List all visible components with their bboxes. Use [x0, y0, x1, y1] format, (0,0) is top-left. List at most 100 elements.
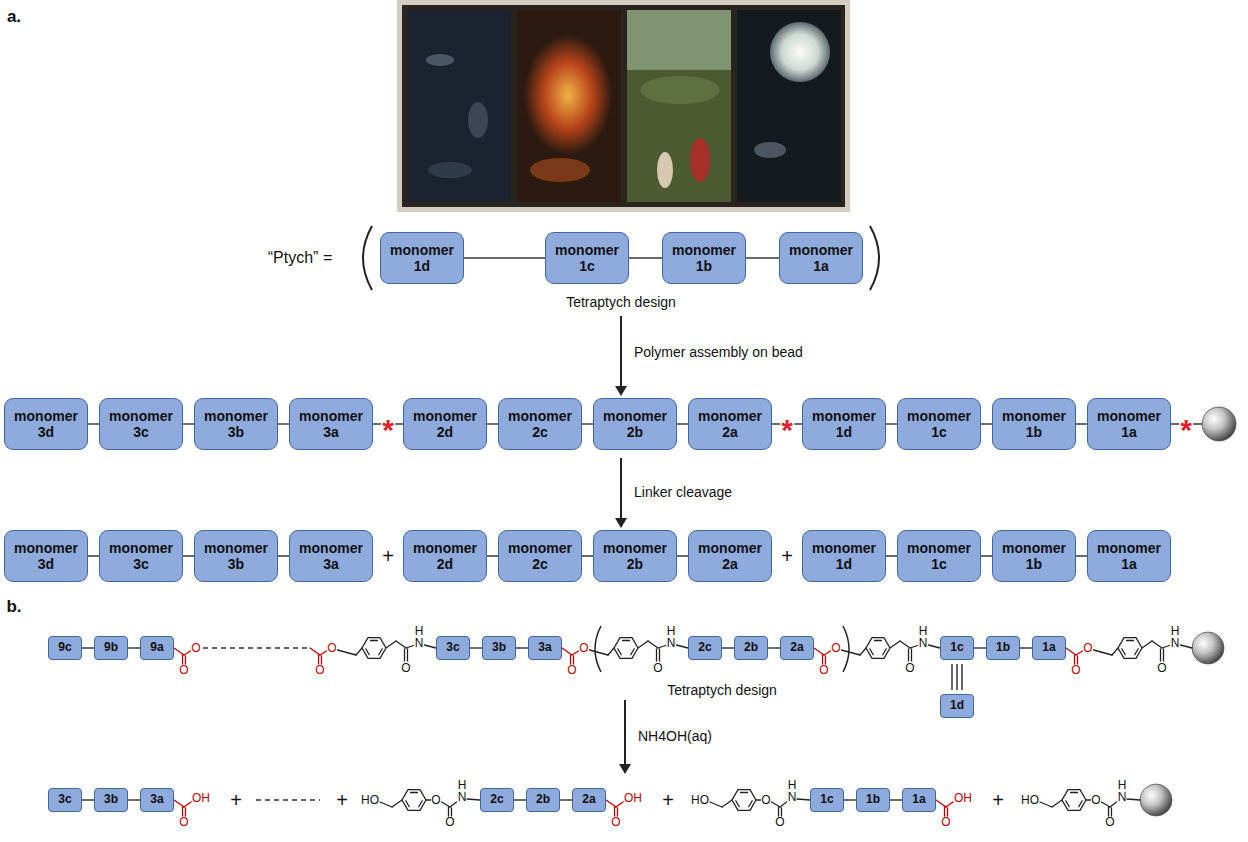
node-text: 3c — [446, 641, 459, 654]
monomer-block: 3b — [482, 636, 516, 660]
atom-label: O — [315, 664, 324, 676]
bond — [174, 648, 184, 655]
atom-label: OH — [192, 792, 210, 804]
bond — [562, 648, 572, 655]
bond — [936, 800, 946, 807]
bond — [570, 655, 571, 664]
atom-label: H — [1118, 779, 1127, 791]
bond — [1077, 656, 1078, 664]
monomer-block: 1c — [940, 636, 974, 660]
painting-detail — [524, 35, 612, 155]
bond — [590, 650, 609, 655]
chain-bond — [1020, 647, 1032, 649]
arrow-shaft — [620, 316, 622, 386]
bond — [318, 655, 319, 664]
plus-sign: + — [662, 790, 674, 810]
monomer-box: monomer 1a — [1087, 398, 1171, 450]
bond — [371, 640, 378, 641]
chain-bond — [890, 799, 902, 801]
node-text: monomer 3b — [200, 408, 272, 440]
node-text: monomer 1b — [998, 408, 1070, 440]
plus-sign: + — [336, 790, 348, 810]
node-text: 3a — [150, 793, 163, 806]
monomer-block: 1a — [902, 788, 936, 812]
bond — [1111, 808, 1112, 816]
atom-label: N — [458, 791, 467, 803]
atom-label: N — [667, 637, 676, 649]
bond — [396, 641, 406, 648]
node-text: 3b — [492, 641, 506, 654]
painting-panel — [627, 10, 731, 202]
bond — [1066, 648, 1076, 655]
monomer-box: monomer 2d — [403, 530, 487, 582]
bond — [321, 656, 322, 664]
benzene-ring — [1062, 790, 1086, 811]
node-text: 1b — [996, 641, 1010, 654]
monomer-box: monomer 3b — [194, 398, 278, 450]
bond — [404, 649, 405, 661]
plus-sign: + — [781, 546, 793, 566]
monomer-block: 2c — [480, 788, 514, 812]
atom-label: O — [431, 794, 440, 806]
chain-bond — [974, 647, 986, 649]
atom-label: N — [1171, 637, 1180, 649]
monomer-box: monomer 1b — [662, 232, 746, 284]
bond — [356, 648, 362, 655]
chain-bond — [677, 555, 688, 557]
chain-bond — [1076, 423, 1087, 425]
atom-label: H — [788, 779, 797, 791]
chain-bond — [844, 799, 856, 801]
arrow-head — [615, 386, 627, 396]
bond — [772, 802, 781, 807]
bond — [426, 799, 431, 800]
bond — [1066, 801, 1069, 807]
atom-label: H — [1171, 625, 1180, 637]
bond — [908, 649, 909, 661]
atom-label: O — [1083, 642, 1092, 654]
atom-label: OH — [624, 792, 642, 804]
atom-label: O — [191, 642, 200, 654]
atom-label: N — [788, 791, 797, 803]
step-label: Linker cleavage — [634, 485, 732, 499]
bond — [1162, 646, 1170, 649]
bond — [182, 655, 183, 664]
arrow-shaft — [624, 700, 626, 764]
bond — [756, 799, 761, 800]
node-text: monomer 1b — [998, 540, 1070, 572]
monomer-box: monomer 2a — [688, 530, 772, 582]
bond — [1108, 807, 1109, 816]
bond — [741, 792, 748, 793]
parenthesis — [870, 226, 879, 290]
node-text: monomer 2d — [409, 540, 481, 572]
bond — [780, 802, 787, 807]
atom-label: O — [819, 664, 828, 676]
monomer-box: monomer 1d — [802, 398, 886, 450]
bond — [1074, 655, 1075, 664]
monomer-box: monomer 2d — [403, 398, 487, 450]
bond — [890, 641, 900, 648]
bond — [910, 646, 918, 649]
bond — [185, 808, 186, 816]
bond — [929, 645, 941, 648]
chain-bond — [487, 555, 498, 557]
node-text: monomer 2b — [599, 540, 671, 572]
bond — [467, 799, 480, 800]
parenthesis — [843, 626, 849, 672]
brackets — [363, 226, 879, 672]
node-text: 2a — [790, 641, 803, 654]
monomer-block: 1a — [1032, 636, 1066, 660]
bond — [450, 802, 457, 807]
monomer-block: 9a — [140, 636, 174, 660]
benzene-ring — [362, 638, 386, 659]
monomer-block: 9c — [48, 636, 82, 660]
atom-label: HO — [361, 794, 379, 806]
node-text: monomer 3b — [200, 540, 272, 572]
atom-label: O — [1091, 794, 1100, 806]
node-text: monomer 1a — [1093, 540, 1165, 572]
atom-label: O — [831, 642, 840, 654]
bond — [386, 641, 396, 648]
equation-label: “Ptych” = — [268, 250, 332, 266]
atom-label: O — [179, 664, 188, 676]
painting-detail — [640, 76, 720, 104]
atom-label: O — [1105, 816, 1114, 828]
